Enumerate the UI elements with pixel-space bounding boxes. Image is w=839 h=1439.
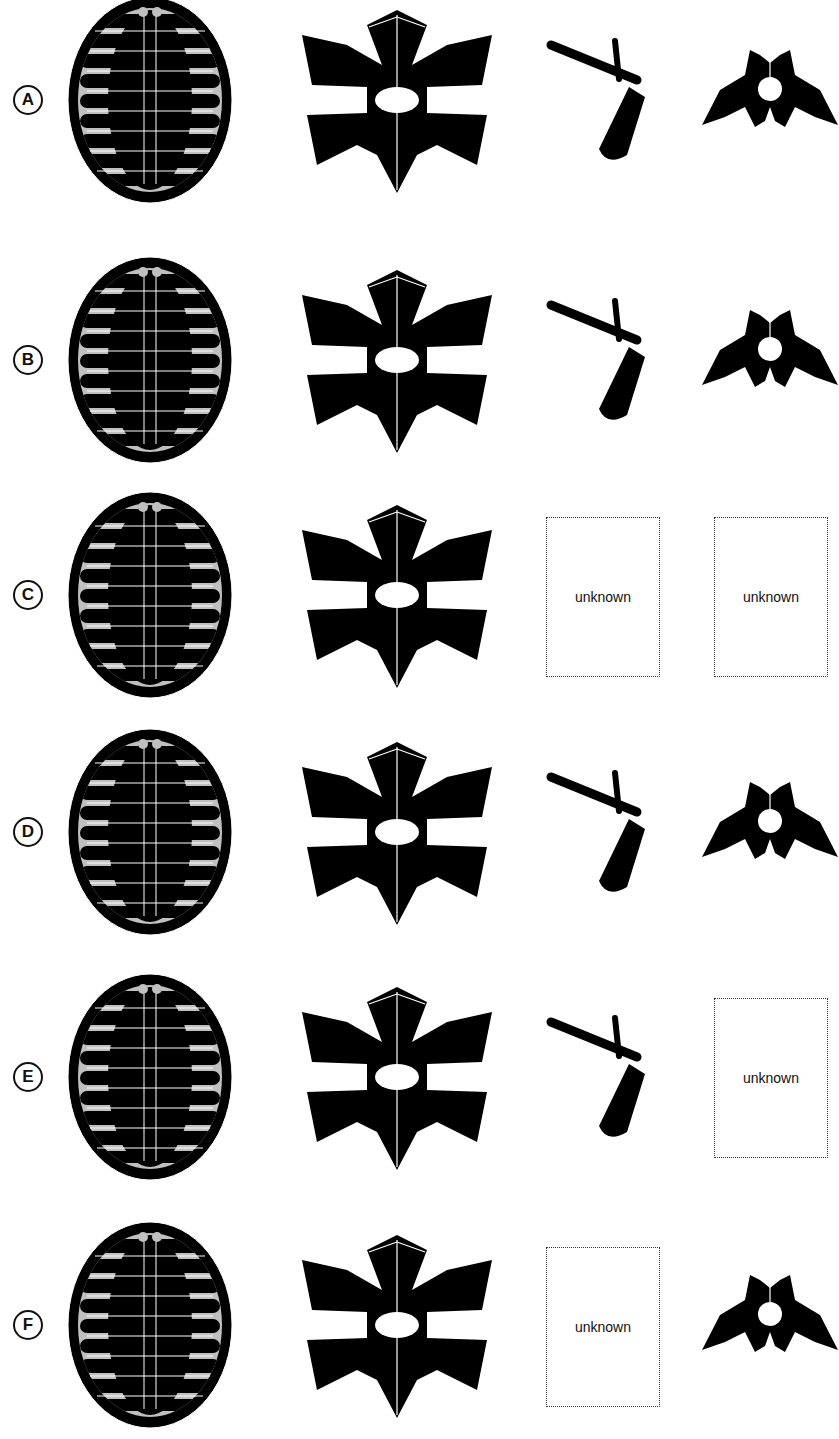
row-letter-circle: D — [13, 817, 43, 847]
row-letter-circle: A — [13, 85, 43, 115]
row-letter: C — [22, 585, 34, 605]
row-letter: E — [22, 1067, 33, 1087]
unknown-box: unknown — [714, 517, 828, 677]
row-letter: F — [23, 1315, 33, 1335]
unknown-box: unknown — [714, 998, 828, 1158]
row-letter-circle: F — [13, 1310, 43, 1340]
unknown-label: unknown — [575, 589, 631, 605]
row-letter-circle: E — [13, 1062, 43, 1092]
unknown-label: unknown — [743, 1070, 799, 1086]
row-letter: D — [22, 822, 34, 842]
unknown-label: unknown — [575, 1319, 631, 1335]
unknown-label: unknown — [743, 589, 799, 605]
row-letter: B — [22, 350, 34, 370]
row-letter: A — [22, 90, 34, 110]
row-letter-circle: B — [13, 345, 43, 375]
unknown-box: unknown — [546, 1247, 660, 1407]
unknown-box: unknown — [546, 517, 660, 677]
row-letter-circle: C — [13, 580, 43, 610]
